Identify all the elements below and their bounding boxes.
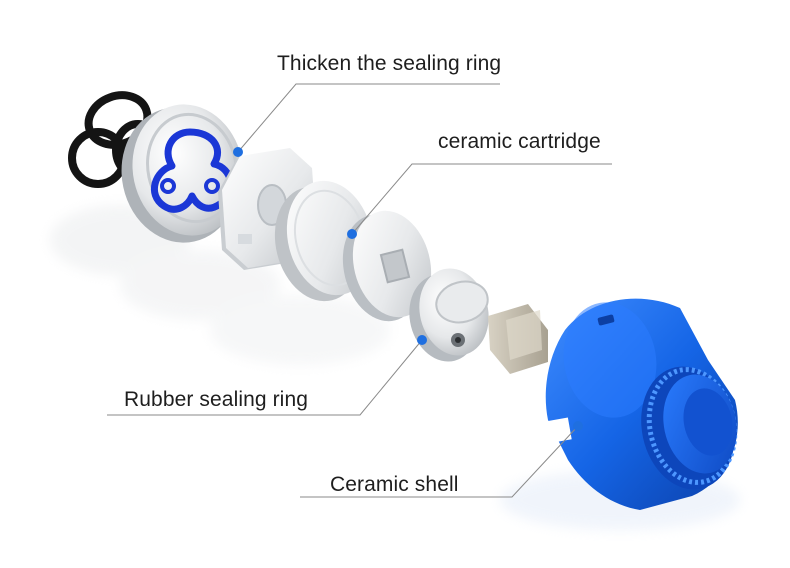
marker-ceramic-cartridge — [347, 229, 357, 239]
label-sealing-ring: Thicken the sealing ring — [277, 52, 502, 75]
lower-ceramic-plate — [342, 210, 432, 322]
marker-rubber-sealing-ring — [417, 335, 427, 345]
label-ceramic-cartridge: ceramic cartridge — [438, 130, 601, 153]
base-with-blue-seal — [121, 104, 244, 243]
label-ceramic-shell: Ceramic shell — [330, 473, 459, 496]
leader-line-ceramic-shell — [300, 425, 579, 498]
label-rubber-sealing-ring: Rubber sealing ring — [124, 388, 309, 411]
marker-sealing-ring — [233, 147, 243, 157]
leader-line-ceramic-cartridge — [351, 163, 612, 235]
callout-leader-lines — [107, 83, 612, 498]
leader-line-sealing-ring — [237, 83, 500, 153]
leader-line-rubber-sealing-ring — [107, 339, 423, 416]
marker-ceramic-shell — [573, 421, 583, 431]
callout-markers — [233, 147, 583, 431]
spindle-stem — [488, 304, 548, 374]
blue-ceramic-shell — [538, 298, 738, 510]
